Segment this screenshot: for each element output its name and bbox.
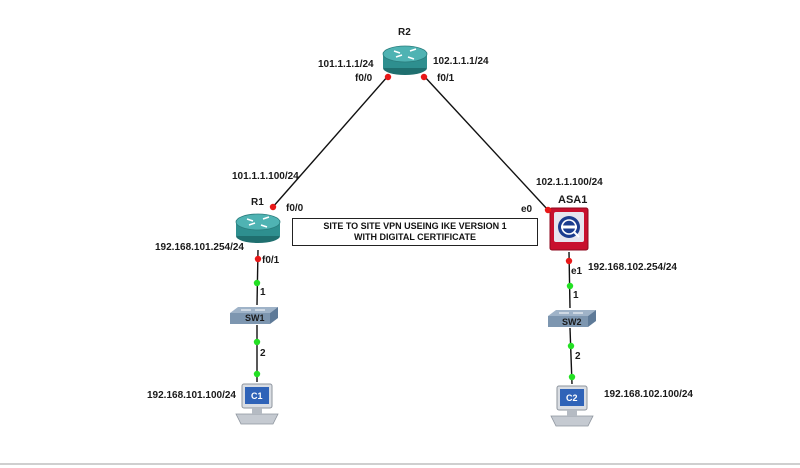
port-status-up (253, 338, 261, 346)
computer-icon (235, 383, 279, 425)
topology-note: SITE TO SITE VPN USEING IKE VERSION 1 WI… (292, 218, 538, 246)
note-line-1: SITE TO SITE VPN USEING IKE VERSION 1 (323, 221, 507, 231)
link-r2-asa1[interactable] (423, 75, 549, 211)
port-number: 1 (260, 287, 266, 298)
router-icon (382, 45, 428, 75)
port-label: f0/0 (286, 203, 304, 214)
port-label: f0/0 (355, 73, 373, 84)
ip-label: 192.168.102.254/24 (588, 262, 677, 273)
port-label: e1 (571, 266, 583, 277)
ip-label: 102.1.1.1/24 (433, 56, 489, 67)
port-status-up (567, 342, 575, 350)
link-r2-r1[interactable] (271, 75, 389, 209)
port-status-up (253, 279, 261, 287)
device-label-sw2: SW2 (562, 317, 582, 327)
ip-label: 102.1.1.100/24 (536, 177, 603, 188)
router-r2[interactable] (382, 45, 428, 75)
firewall-icon (549, 207, 589, 251)
canvas-bottom-border (0, 463, 800, 465)
device-label-c2: C2 (566, 393, 578, 403)
switch-sw2[interactable] (548, 310, 596, 327)
device-label-asa1: ASA1 (558, 194, 588, 206)
port-status-down (254, 255, 262, 263)
port-number: 1 (573, 290, 579, 301)
port-status-down (420, 73, 428, 81)
ip-label: 192.168.101.254/24 (155, 242, 244, 253)
port-label: e0 (521, 204, 533, 215)
pc-c1[interactable] (235, 383, 279, 425)
ip-label: 192.168.101.100/24 (147, 390, 236, 401)
note-line-2: WITH DIGITAL CERTIFICATE (354, 232, 476, 242)
pc-c2[interactable] (550, 385, 594, 427)
port-label: f0/1 (437, 73, 455, 84)
port-status-down (269, 203, 277, 211)
device-label-sw1: SW1 (245, 313, 265, 323)
computer-icon (550, 385, 594, 427)
router-icon (235, 213, 281, 243)
device-label-r2: R2 (398, 27, 411, 38)
port-status-up (253, 370, 261, 378)
port-status-down (384, 73, 392, 81)
switch-icon (548, 310, 596, 327)
port-status-down (565, 257, 573, 265)
port-status-up (566, 282, 574, 290)
port-number: 2 (260, 348, 266, 359)
switch-icon (230, 307, 278, 324)
router-r1[interactable] (235, 213, 281, 243)
port-status-up (568, 373, 576, 381)
firewall-asa1[interactable] (549, 207, 589, 251)
port-label: f0/1 (262, 255, 280, 266)
ip-label: 192.168.102.100/24 (604, 389, 693, 400)
port-number: 2 (575, 351, 581, 362)
device-label-r1: R1 (251, 197, 264, 208)
port-status-down (544, 206, 552, 214)
switch-sw1[interactable] (230, 307, 278, 324)
device-label-c1: C1 (251, 391, 263, 401)
ip-label: 101.1.1.1/24 (318, 59, 374, 70)
ip-label: 101.1.1.100/24 (232, 171, 299, 182)
